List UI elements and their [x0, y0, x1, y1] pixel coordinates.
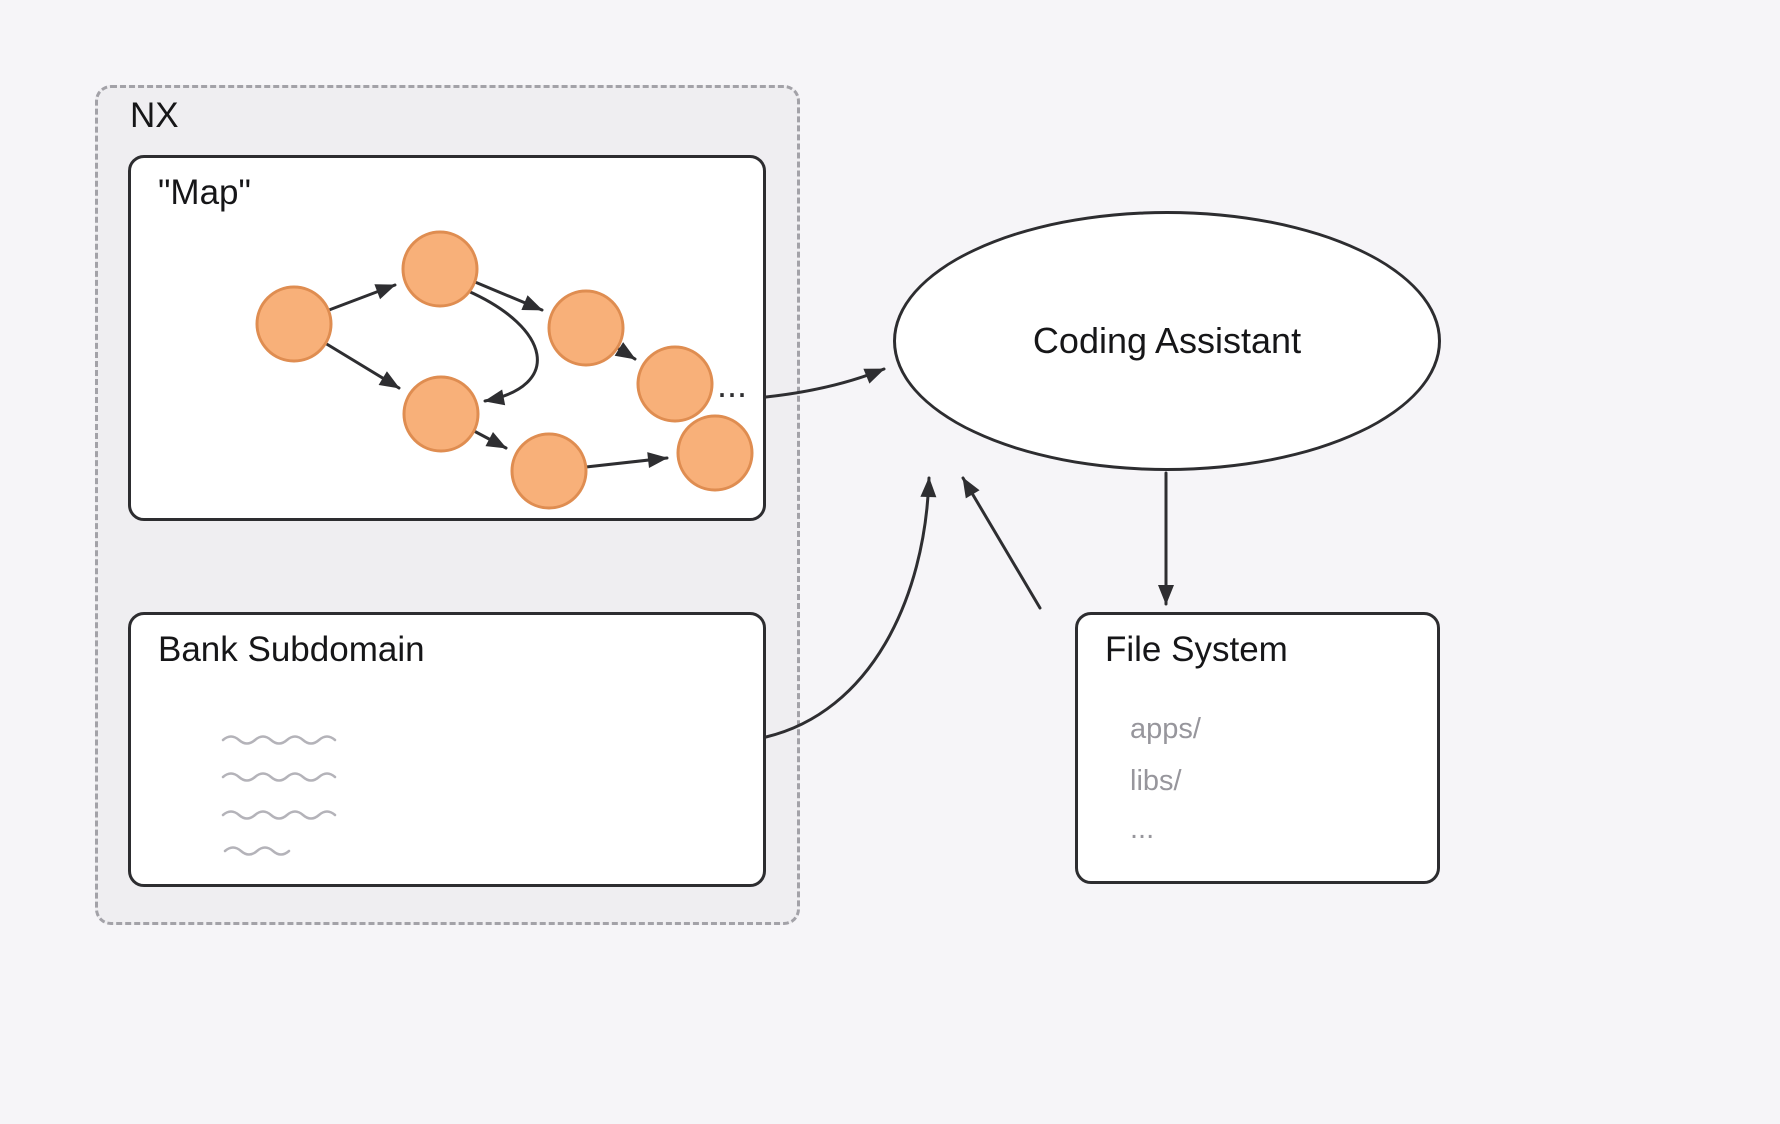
- nx-label: NX: [130, 96, 179, 135]
- file-system-title: File System: [1105, 630, 1288, 669]
- graph-edge-a-e: [323, 341, 401, 390]
- file-entry-apps: apps/: [1130, 713, 1201, 745]
- map-title: "Map": [158, 173, 251, 212]
- placeholder-text-squiggles: [221, 735, 337, 856]
- graph-edge-b-c: [473, 280, 544, 312]
- graph-node-7: [676, 414, 754, 492]
- graph-edge-a-b: [327, 283, 397, 312]
- graph-node-6: [510, 432, 588, 510]
- file-system-box: File System apps/ libs/ ...: [1075, 612, 1440, 884]
- nx-container: NX: [95, 85, 800, 925]
- dependency-graph: [255, 230, 754, 510]
- bank-subdomain-title: Bank Subdomain: [158, 630, 425, 669]
- squiggle-line-1: [221, 735, 337, 745]
- graph-edge-f-g: [584, 452, 669, 469]
- coding-assistant-ellipse: Coding Assistant: [893, 211, 1441, 471]
- squiggle-line-3: [221, 810, 337, 820]
- coding-assistant-label: Coding Assistant: [1032, 320, 1302, 361]
- file-entry-more: ...: [1130, 813, 1155, 845]
- graph-edge-e-f: [472, 429, 508, 450]
- graph-edge-b-e-curved: [466, 289, 539, 406]
- arrow-filesystem-to-assistant: [961, 476, 1042, 610]
- map-ellipsis-label: ...: [717, 364, 748, 405]
- graph-node-3: [547, 289, 625, 367]
- graph-node-1: [255, 285, 333, 363]
- graph-node-4: [636, 345, 714, 423]
- graph-node-5: [402, 375, 480, 453]
- squiggle-line-4: [223, 846, 291, 856]
- bank-subdomain-box: Bank Subdomain: [128, 612, 766, 887]
- map-box: "Map" ...: [128, 155, 766, 521]
- file-entry-libs: libs/: [1130, 765, 1182, 797]
- graph-edge-c-d: [614, 342, 637, 361]
- squiggle-line-2: [221, 772, 337, 782]
- graph-node-2: [401, 230, 479, 308]
